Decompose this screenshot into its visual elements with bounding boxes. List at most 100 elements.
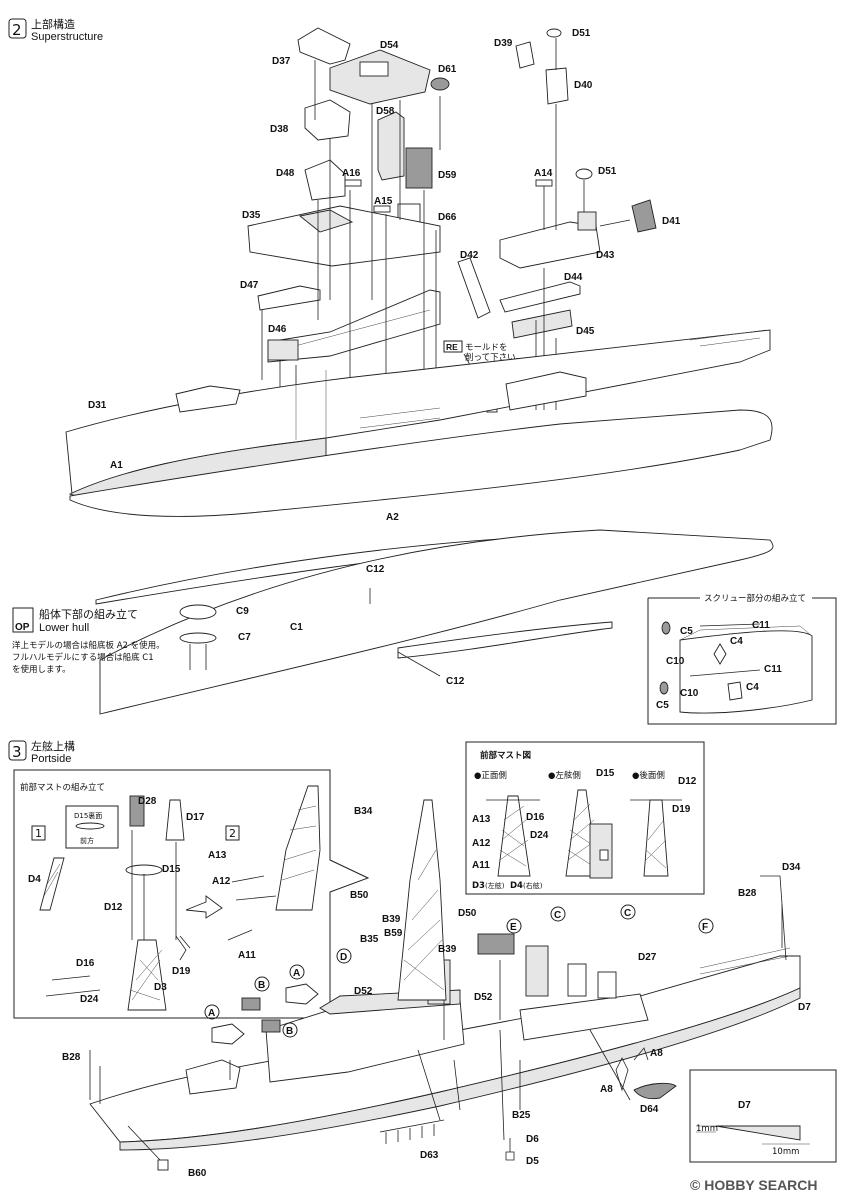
label-d47: D47 <box>240 280 259 291</box>
label-d52-a: D52 <box>354 986 373 997</box>
label-b60: B60 <box>188 1168 207 1179</box>
part-a16 <box>344 179 362 187</box>
circle-e <box>506 918 522 934</box>
lower-hull-title-jp: 船体下部の組み立て <box>39 607 138 621</box>
label-b59: B59 <box>384 928 403 939</box>
label-d42: D42 <box>460 250 479 261</box>
part-labels: D37 D54 D61 D38 D58 D48 A16 D59 A15 D35 … <box>28 28 811 1179</box>
view-port: ●左舷側 <box>548 770 581 781</box>
screw-assembly-box: スクリュー部分の組み立て <box>647 593 837 725</box>
label-b50: B50 <box>350 890 369 901</box>
label-b25: B25 <box>512 1110 531 1121</box>
turret-a-upper <box>285 983 319 1005</box>
label-a13-b: A13 <box>472 814 491 825</box>
lower-hull-parts <box>95 529 774 715</box>
label-d4: D4 <box>28 874 41 885</box>
mast-d3: D3 <box>472 881 485 891</box>
label-d12-b: D12 <box>678 776 697 787</box>
fore-mast-detail-box: 前部マスト図 ●正面側 ●左舷側 ●後面側 D3 (左舷) D4 (右舷) <box>465 741 705 895</box>
circle-a-2-label: A <box>293 968 300 979</box>
part-d39 <box>515 41 535 69</box>
label-a12-a: A12 <box>212 876 231 887</box>
section-title-en: Superstructure <box>31 31 103 43</box>
aft-superstructure-parts <box>499 28 657 339</box>
circle-e-label: E <box>510 922 517 933</box>
label-a11-b: A11 <box>472 860 490 871</box>
circle-c-1-label: C <box>554 910 561 921</box>
label-c5-a: C5 <box>680 626 693 637</box>
label-d58: D58 <box>376 106 395 117</box>
label-d27: D27 <box>638 952 657 963</box>
part-d43-stack <box>577 211 597 231</box>
fore-mast-detail-title: 前部マスト図 <box>480 750 531 761</box>
label-d59: D59 <box>438 170 457 181</box>
label-d51-second: D51 <box>598 166 617 177</box>
part-d45 <box>511 309 573 339</box>
label-d31: D31 <box>88 400 107 411</box>
view-rear: ●後面側 <box>632 770 665 781</box>
part-d38 <box>304 99 351 141</box>
gun-b2 <box>261 1019 281 1033</box>
circle-d <box>336 948 352 964</box>
scale-width: 10mm <box>772 1147 799 1157</box>
part-d54-detail <box>359 61 389 77</box>
label-d15-a: D15 <box>162 864 181 875</box>
label-d48: D48 <box>276 168 295 179</box>
fore-mast-box-title: 前部マストの組み立て <box>20 782 105 793</box>
step-two: 2 <box>229 827 236 840</box>
part-d40 <box>545 67 569 105</box>
label-c4-a: C4 <box>730 636 743 647</box>
section-superstructure-header: 2 上部構造 Superstructure <box>8 17 103 43</box>
label-a16: A16 <box>342 168 361 179</box>
circle-a-2 <box>289 964 305 980</box>
part-d41 <box>631 199 657 233</box>
label-d44: D44 <box>564 272 583 283</box>
part-d48 <box>304 159 346 201</box>
part-d44 <box>499 281 581 313</box>
label-d52-b: D52 <box>474 992 493 1003</box>
part-d4-lattice <box>39 857 65 911</box>
part-d47 <box>257 285 321 311</box>
bottom-plate-a2 <box>69 409 773 517</box>
label-c4-b: C4 <box>746 682 759 693</box>
label-d12-a: D12 <box>104 902 123 913</box>
label-a14: A14 <box>534 168 553 179</box>
label-b39-a: B39 <box>382 914 401 925</box>
label-a11-a: A11 <box>238 950 256 961</box>
label-d16-b: D16 <box>526 812 545 823</box>
label-d66: D66 <box>438 212 457 223</box>
step-number-box <box>8 18 27 39</box>
label-c9: C9 <box>236 606 249 617</box>
label-d19-a: D19 <box>172 966 191 977</box>
part-d16-d24 <box>45 975 101 997</box>
label-d5: D5 <box>526 1156 539 1167</box>
part-a15 <box>373 205 391 213</box>
part-d43 <box>499 221 601 269</box>
lower-hull-title-en: Lower hull <box>39 622 89 634</box>
part-d54 <box>329 49 431 105</box>
op-badge-box <box>12 607 34 633</box>
label-b39-b: B39 <box>438 944 457 955</box>
portside-aft-block <box>519 993 649 1041</box>
circle-b-1-label: B <box>258 980 265 991</box>
upper-hull-a1 <box>65 329 771 501</box>
label-d6: D6 <box>526 1134 539 1145</box>
stack-c1 <box>567 963 587 997</box>
label-d17: D17 <box>186 812 205 823</box>
screw-box-title: スクリュー部分の組み立て <box>704 593 806 604</box>
section-title-jp: 上部構造 <box>31 17 75 31</box>
portside-hull <box>89 799 801 1171</box>
part-d59 <box>405 147 433 189</box>
circle-a-1-label: A <box>208 1008 215 1019</box>
mast-d4-side: (右舷) <box>523 881 543 890</box>
part-c12-lower <box>397 621 613 659</box>
re-badge: RE <box>446 342 458 352</box>
label-c5-b: C5 <box>656 700 669 711</box>
circle-d-label: D <box>340 952 347 963</box>
mast-d4: D4 <box>510 881 523 891</box>
label-c12-lower: C12 <box>446 676 465 687</box>
portside-title-jp: 左舷上構 <box>31 739 75 753</box>
label-a13-a: A13 <box>208 850 227 861</box>
label-d15-b: D15 <box>596 768 615 779</box>
